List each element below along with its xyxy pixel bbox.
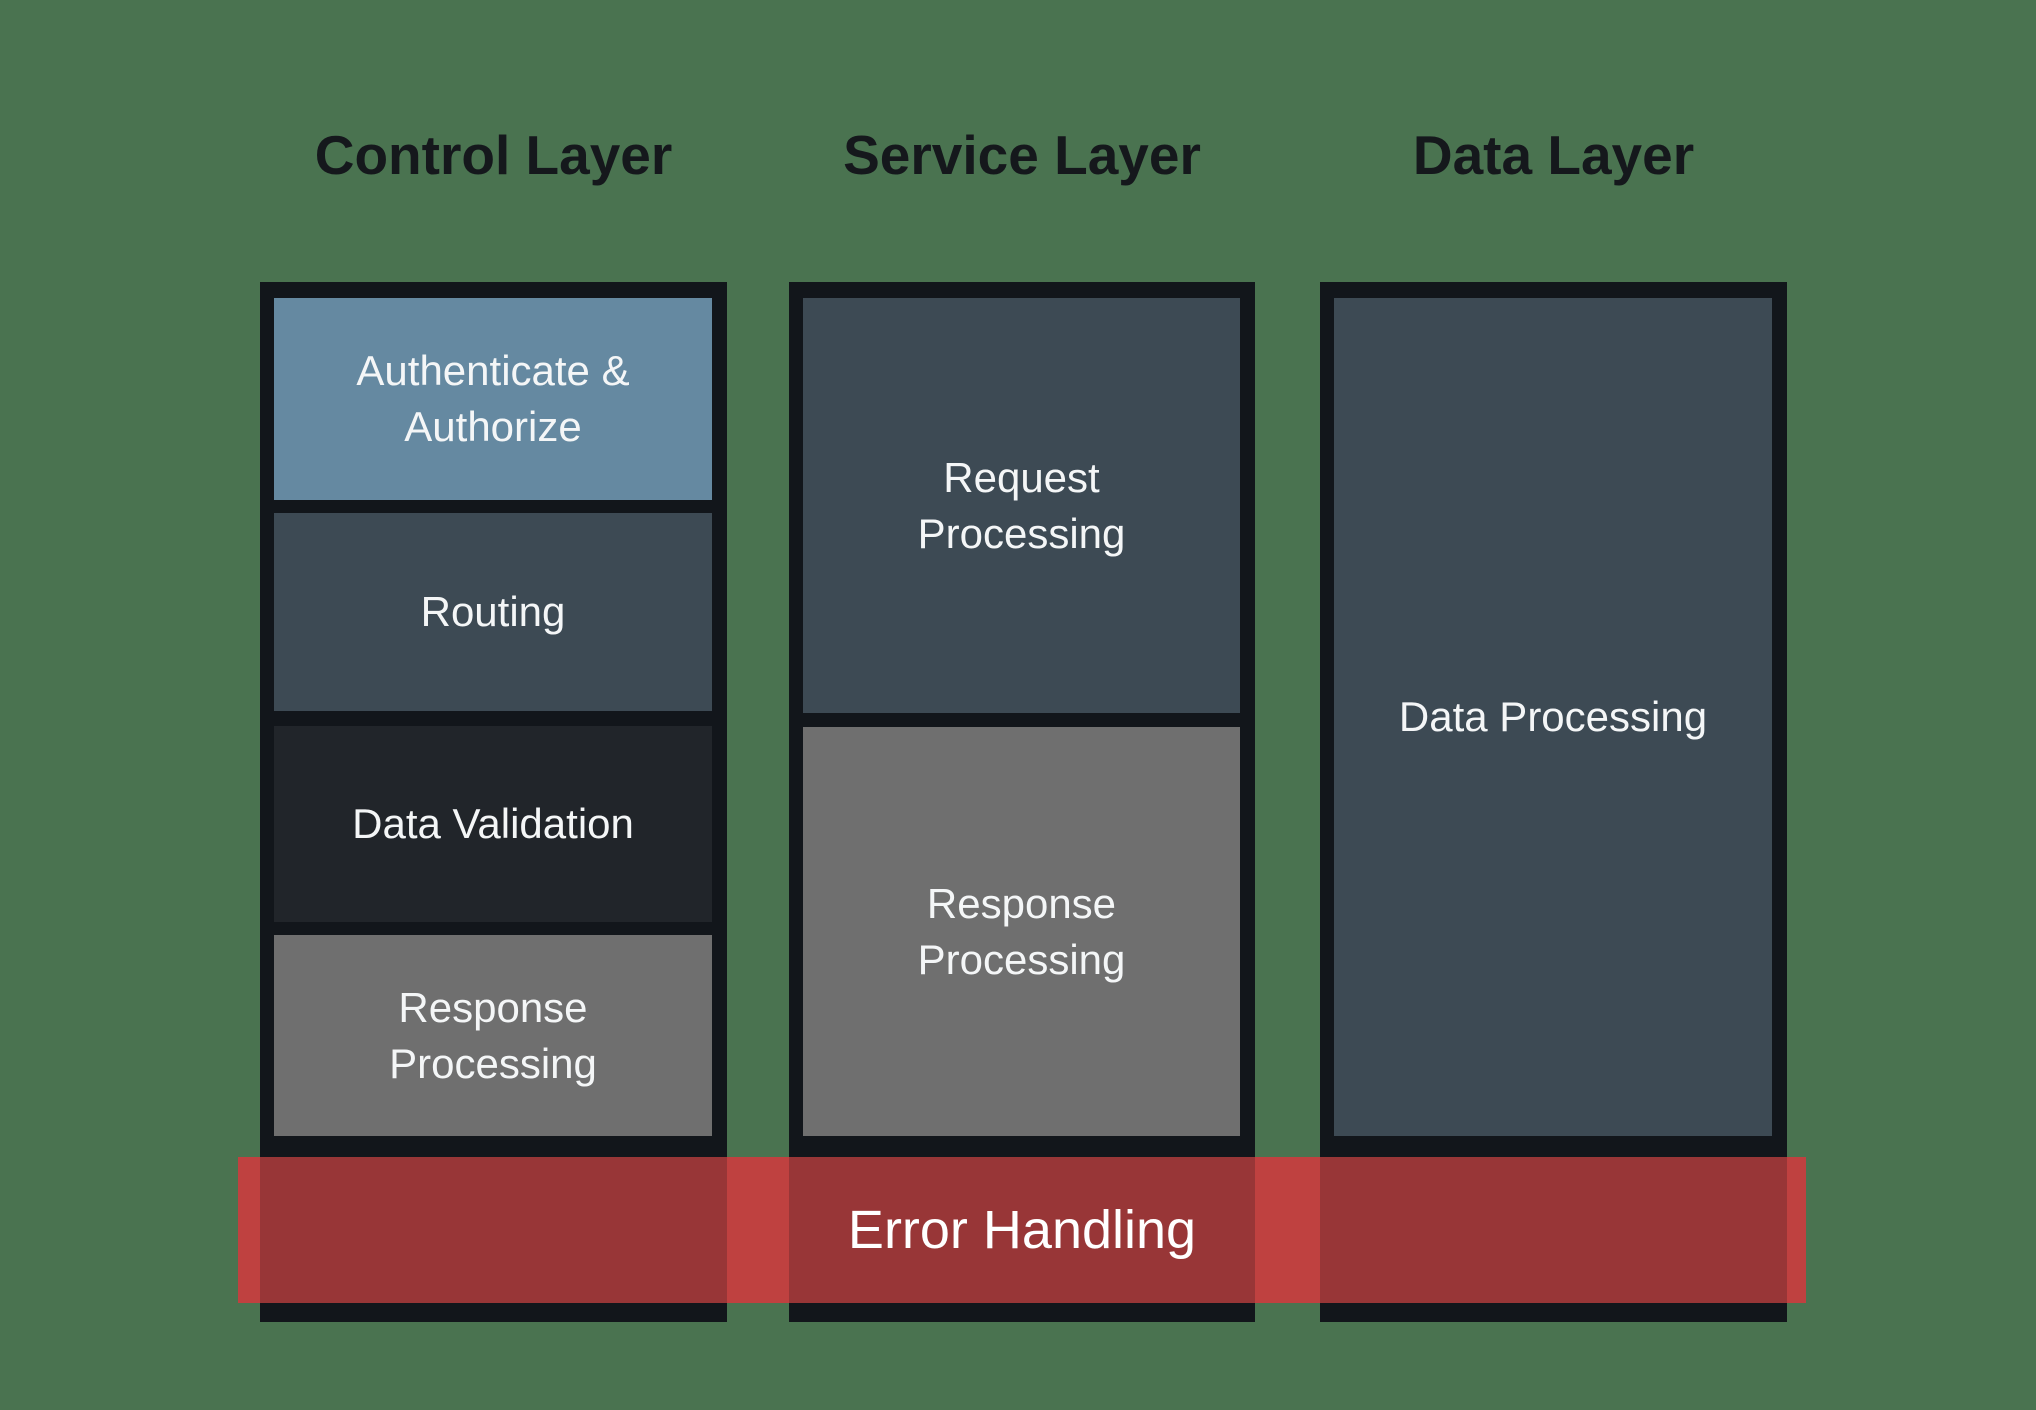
- box-data-processing: Data Processing: [1334, 298, 1772, 1136]
- error-band-over-service-layer: [789, 1157, 1255, 1303]
- box-authenticate-authorize: Authenticate & Authorize: [274, 298, 712, 500]
- column-service-layer: Request Processing Response Processing: [789, 282, 1255, 1322]
- error-band-over-control-layer: [260, 1157, 727, 1303]
- column-data-layer: Data Processing: [1320, 282, 1787, 1322]
- column-title-control-layer: Control Layer: [314, 124, 673, 186]
- box-response-processing-control: Response Processing: [274, 935, 712, 1136]
- box-data-validation: Data Validation: [274, 726, 712, 922]
- box-request-processing: Request Processing: [803, 298, 1240, 713]
- error-handling-label: Error Handling: [847, 1200, 1197, 1260]
- column-title-service-layer: Service Layer: [843, 124, 1201, 186]
- column-control-layer: Authenticate & Authorize Routing Data Va…: [260, 282, 727, 1322]
- column-title-data-layer: Data Layer: [1412, 124, 1695, 186]
- box-response-processing-service: Response Processing: [803, 727, 1240, 1136]
- error-band-over-data-layer: [1320, 1157, 1787, 1303]
- box-routing: Routing: [274, 513, 712, 711]
